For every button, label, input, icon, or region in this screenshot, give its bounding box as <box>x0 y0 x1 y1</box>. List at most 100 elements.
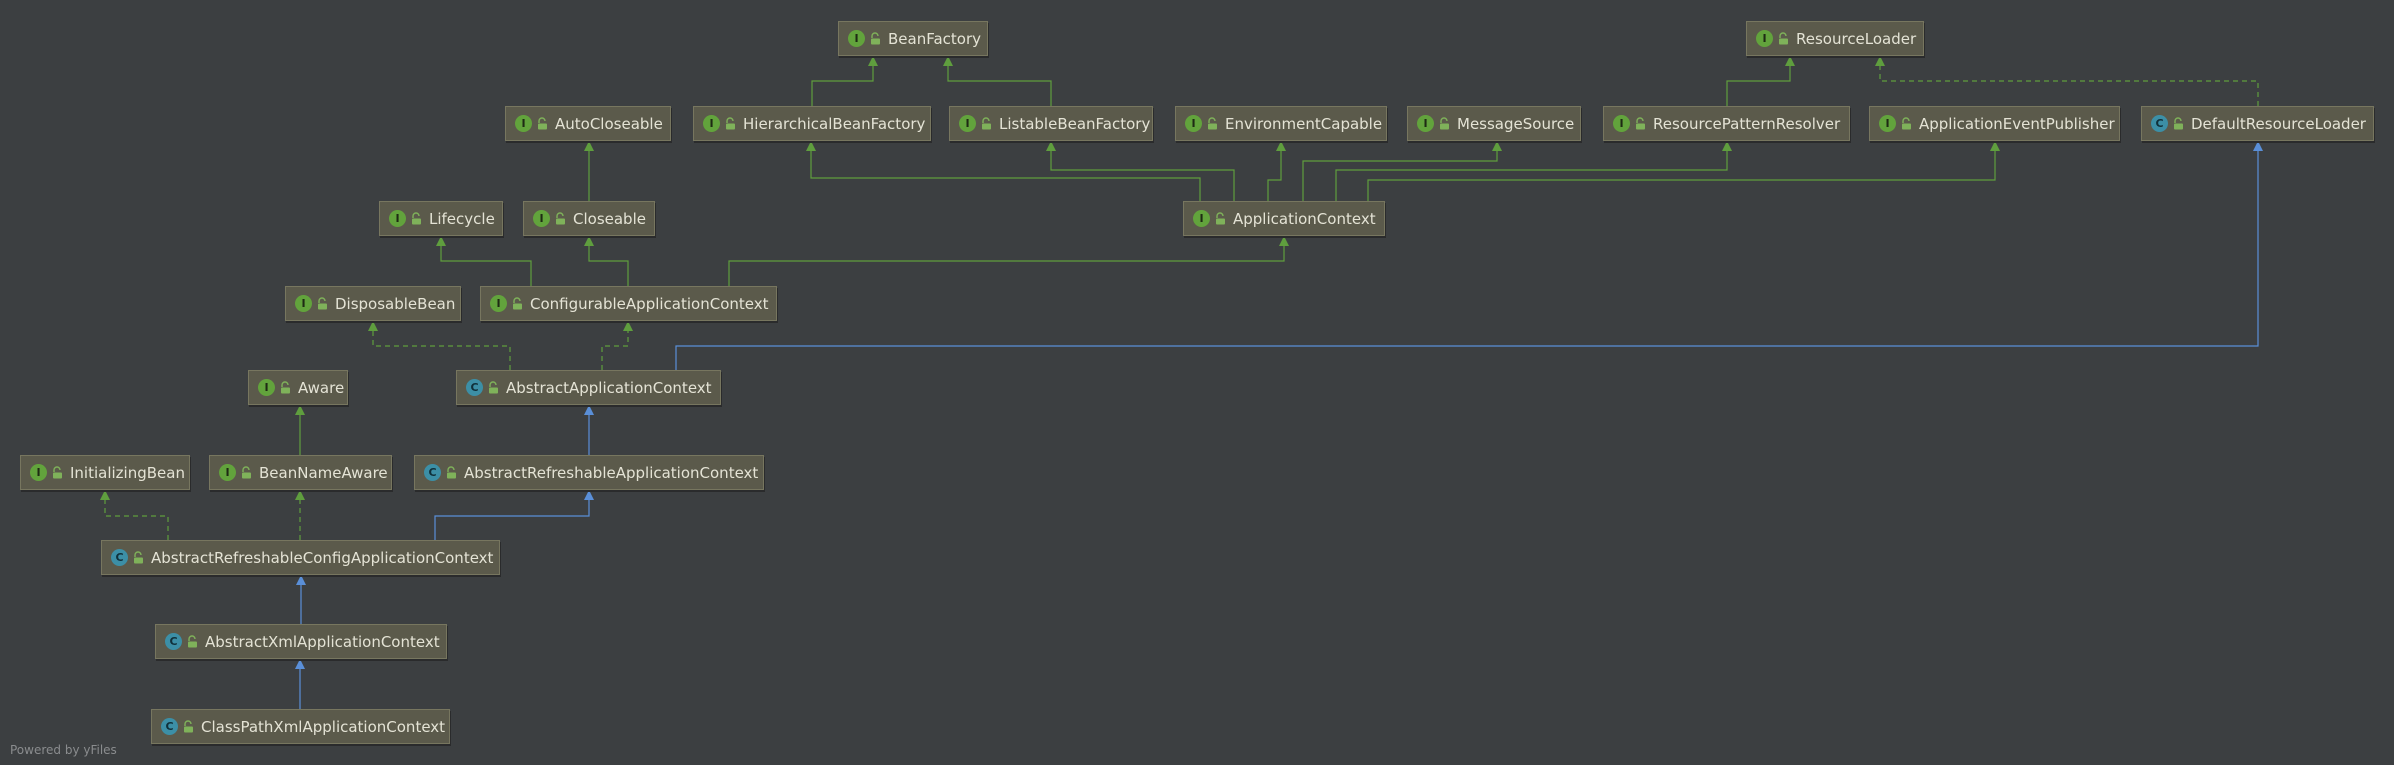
interface-icon: I <box>959 115 976 132</box>
public-lock-icon <box>980 116 994 131</box>
node-label: ApplicationEventPublisher <box>1919 114 2115 133</box>
class-icon: C <box>161 718 178 735</box>
node-label: ListableBeanFactory <box>999 114 1151 133</box>
public-lock-icon <box>445 465 459 480</box>
edge-application-context-to-listable-bean-factory <box>1046 141 1235 201</box>
interface-icon: I <box>389 210 406 227</box>
edge-configurable-application-context-to-application-context <box>728 236 1289 286</box>
public-lock-icon <box>1634 116 1648 131</box>
interface-icon: I <box>258 379 275 396</box>
node-label: ConfigurableApplicationContext <box>530 294 769 313</box>
node-label: EnvironmentCapable <box>1225 114 1383 133</box>
node-abstract-refreshable-application-context[interactable]: C AbstractRefreshableApplicationContext <box>414 455 764 490</box>
public-lock-icon <box>51 465 65 480</box>
interface-icon: I <box>1879 115 1896 132</box>
public-lock-icon <box>186 634 200 649</box>
edge-application-context-to-resource-pattern-resolver <box>1335 141 1732 201</box>
node-label: MessageSource <box>1457 114 1575 133</box>
interface-icon: I <box>1613 115 1630 132</box>
public-lock-icon <box>1214 211 1228 226</box>
node-listable-bean-factory[interactable]: I ListableBeanFactory <box>949 106 1153 141</box>
edge-application-context-to-application-event-publisher <box>1367 141 2000 201</box>
interface-icon: I <box>1193 210 1210 227</box>
watermark: Powered by yFiles <box>10 743 117 757</box>
edge-application-context-to-environment-capable <box>1267 141 1286 201</box>
edge-listable-bean-factory-to-bean-factory <box>943 56 1052 106</box>
edge-resource-pattern-resolver-to-resource-loader <box>1726 56 1795 106</box>
edge-abstract-refreshable-config-application-context-to-initializing-bean <box>100 490 169 540</box>
node-resource-loader[interactable]: I ResourceLoader <box>1746 21 1924 56</box>
interface-icon: I <box>490 295 507 312</box>
public-lock-icon <box>410 211 424 226</box>
node-closeable[interactable]: I Closeable <box>523 201 655 236</box>
class-icon: C <box>2151 115 2168 132</box>
node-lifecycle[interactable]: I Lifecycle <box>379 201 503 236</box>
public-lock-icon <box>1777 31 1791 46</box>
node-label: BeanFactory <box>888 29 982 48</box>
edge-abstract-application-context-to-disposable-bean <box>368 321 511 370</box>
edge-abstract-refreshable-config-application-context-to-abstract-refreshable-application-context <box>434 490 594 540</box>
node-abstract-application-context[interactable]: C AbstractApplicationContext <box>456 370 721 405</box>
edge-configurable-application-context-to-closeable <box>584 236 629 286</box>
class-icon: C <box>165 633 182 650</box>
public-lock-icon <box>511 296 525 311</box>
node-label: ClassPathXmlApplicationContext <box>201 717 446 736</box>
interface-icon: I <box>295 295 312 312</box>
public-lock-icon <box>1438 116 1452 131</box>
node-bean-factory[interactable]: I BeanFactory <box>838 21 988 56</box>
interface-icon: I <box>703 115 720 132</box>
node-label: AbstractRefreshableConfigApplicationCont… <box>151 548 494 567</box>
edge-configurable-application-context-to-lifecycle <box>436 236 532 286</box>
node-label: BeanNameAware <box>259 463 388 482</box>
node-label: ResourcePatternResolver <box>1653 114 1841 133</box>
interface-icon: I <box>533 210 550 227</box>
node-abstract-refreshable-config-application-context[interactable]: C AbstractRefreshableConfigApplicationCon… <box>101 540 500 575</box>
node-label: DefaultResourceLoader <box>2191 114 2366 133</box>
node-label: AbstractApplicationContext <box>506 378 712 397</box>
class-icon: C <box>111 549 128 566</box>
public-lock-icon <box>316 296 330 311</box>
public-lock-icon <box>1900 116 1914 131</box>
interface-icon: I <box>848 30 865 47</box>
node-label: AbstractRefreshableApplicationContext <box>464 463 759 482</box>
node-resource-pattern-resolver[interactable]: I ResourcePatternResolver <box>1603 106 1850 141</box>
node-label: ApplicationContext <box>1233 209 1376 228</box>
public-lock-icon <box>2172 116 2186 131</box>
interface-icon: I <box>1185 115 1202 132</box>
node-label: Lifecycle <box>429 209 495 228</box>
public-lock-icon <box>1206 116 1220 131</box>
class-icon: C <box>466 379 483 396</box>
node-environment-capable[interactable]: I EnvironmentCapable <box>1175 106 1387 141</box>
public-lock-icon <box>182 719 196 734</box>
public-lock-icon <box>724 116 738 131</box>
node-label: Closeable <box>573 209 646 228</box>
node-application-context[interactable]: I ApplicationContext <box>1183 201 1385 236</box>
edge-application-context-to-hierarchical-bean-factory <box>806 141 1201 201</box>
edge-application-context-to-message-source <box>1302 141 1502 201</box>
node-configurable-application-context[interactable]: I ConfigurableApplicationContext <box>480 286 777 321</box>
node-default-resource-loader[interactable]: C DefaultResourceLoader <box>2141 106 2374 141</box>
node-label: Aware <box>298 378 345 397</box>
edge-abstract-application-context-to-configurable-application-context <box>601 321 633 370</box>
class-icon: C <box>424 464 441 481</box>
node-message-source[interactable]: I MessageSource <box>1407 106 1581 141</box>
node-disposable-bean[interactable]: I DisposableBean <box>285 286 461 321</box>
public-lock-icon <box>869 31 883 46</box>
interface-icon: I <box>1417 115 1434 132</box>
node-hierarchical-bean-factory[interactable]: I HierarchicalBeanFactory <box>693 106 931 141</box>
public-lock-icon <box>240 465 254 480</box>
node-label: DisposableBean <box>335 294 456 313</box>
node-application-event-publisher[interactable]: I ApplicationEventPublisher <box>1869 106 2120 141</box>
interface-icon: I <box>1756 30 1773 47</box>
node-aware[interactable]: I Aware <box>248 370 348 405</box>
node-label: InitializingBean <box>70 463 185 482</box>
node-class-path-xml-application-context[interactable]: C ClassPathXmlApplicationContext <box>151 709 450 744</box>
public-lock-icon <box>487 380 501 395</box>
node-label: ResourceLoader <box>1796 29 1917 48</box>
node-label: HierarchicalBeanFactory <box>743 114 926 133</box>
